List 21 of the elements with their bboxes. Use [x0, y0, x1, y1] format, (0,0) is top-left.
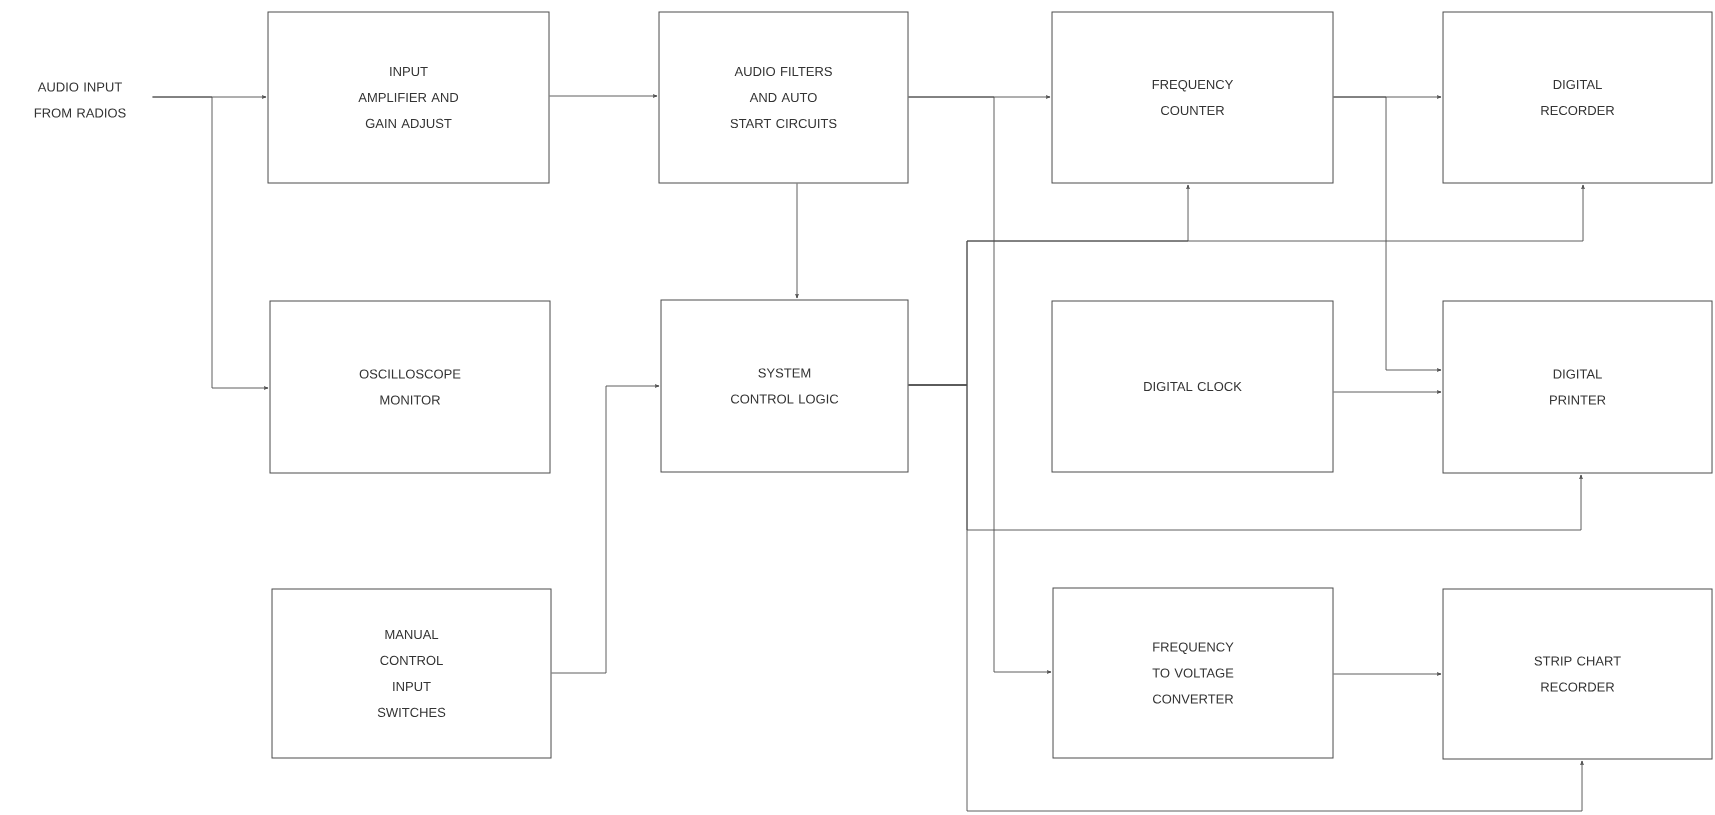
block-box: SYSTEM CONTROL LOGIC [660, 299, 909, 473]
arrow [1333, 96, 1442, 372]
block-box: OSCILLOSCOPE MONITOR [269, 300, 551, 474]
arrow [1333, 390, 1442, 394]
arrow [551, 384, 660, 674]
arrow [908, 384, 1584, 812]
arrow [1333, 672, 1442, 676]
block-box: AUDIO FILTERS AND AUTO START CIRCUITS [658, 11, 909, 184]
input-label: AUDIO INPUT FROM RADIOS [34, 82, 126, 118]
block-box: DIGITAL CLOCK [1051, 300, 1334, 473]
block-box: MANUAL CONTROL INPUT SWITCHES [271, 588, 552, 759]
arrow [908, 96, 1052, 674]
arrow [795, 183, 799, 299]
block-box: DIGITAL RECORDER [1442, 11, 1713, 184]
arrow [152, 96, 269, 390]
block-box: INPUT AMPLIFIER AND GAIN ADJUST [267, 11, 550, 184]
block-box: FREQUENCY COUNTER [1051, 11, 1334, 184]
block-box: STRIP CHART RECORDER [1442, 588, 1713, 760]
arrow [549, 94, 658, 98]
block-box: FREQUENCY TO VOLTAGE CONVERTER [1052, 587, 1334, 759]
block-box: DIGITAL PRINTER [1442, 300, 1713, 474]
